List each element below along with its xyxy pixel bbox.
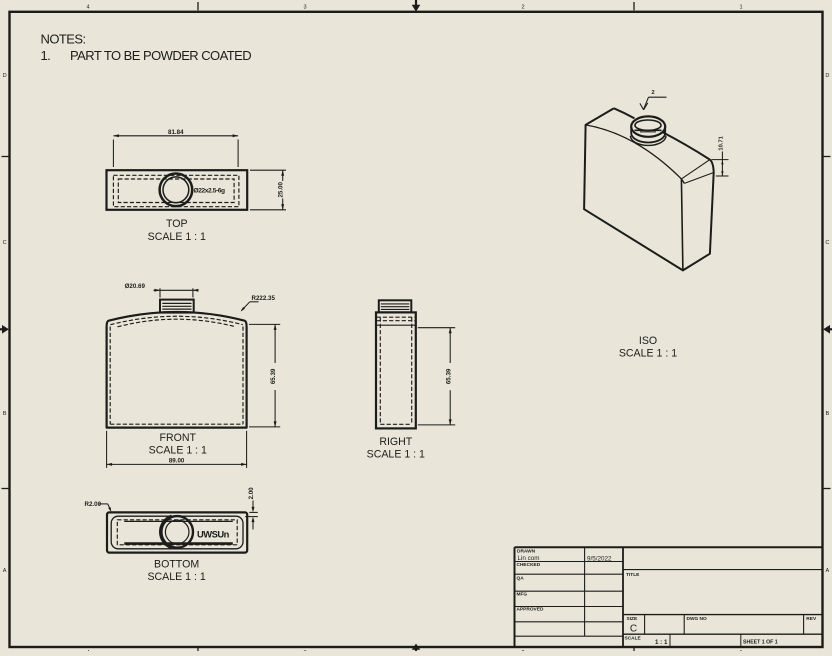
svg-text:MFG: MFG [517,592,528,598]
svg-text:81.84: 81.84 [168,129,184,136]
svg-text:CHECKED: CHECKED [517,562,541,568]
svg-text:SCALE 1 : 1: SCALE 1 : 1 [148,231,206,243]
svg-text:2.00: 2.00 [248,487,255,500]
svg-text:C: C [630,624,637,635]
svg-text:2: 2 [521,4,524,10]
svg-text:Ø20.69: Ø20.69 [125,283,146,290]
svg-text:A: A [3,568,7,574]
svg-text:FRONT: FRONT [160,432,197,444]
svg-text:Lin com: Lin com [518,555,540,562]
svg-text:1.: 1. [41,48,51,63]
svg-text:PART TO BE POWDER COATED: PART TO BE POWDER COATED [70,48,251,63]
svg-text:65.39: 65.39 [270,368,277,384]
svg-text:DRAWN: DRAWN [517,548,536,554]
svg-text:SIZE: SIZE [627,616,638,622]
svg-text:9/5/2022: 9/5/2022 [587,555,612,562]
svg-text:1: 1 [739,4,742,10]
svg-text:QA: QA [517,576,525,582]
svg-text:SHEET 1 OF 1: SHEET 1 OF 1 [743,640,778,646]
svg-text:REV: REV [806,616,817,622]
svg-text:SCALE 1 : 1: SCALE 1 : 1 [147,571,205,583]
svg-text:A: A [826,568,830,574]
svg-text:1 : 1: 1 : 1 [655,639,668,646]
svg-text:10.71: 10.71 [718,135,724,150]
svg-text:RIGHT: RIGHT [379,436,412,448]
svg-text:2: 2 [651,90,654,96]
svg-text:B: B [826,411,830,417]
svg-text:65.39: 65.39 [445,368,452,384]
svg-text:R2.00: R2.00 [85,501,102,508]
svg-text:TOP: TOP [166,218,188,230]
svg-text:SCALE 1 : 1: SCALE 1 : 1 [619,348,677,360]
svg-text:SCALE: SCALE [625,635,642,641]
svg-text:25.00: 25.00 [278,181,285,197]
svg-text:NOTES:: NOTES: [41,31,86,46]
svg-text:D: D [825,73,829,79]
svg-text:D: D [3,73,7,79]
svg-text:C: C [3,240,7,246]
svg-text:SCALE 1 : 1: SCALE 1 : 1 [367,448,425,460]
svg-text:UWSUn: UWSUn [197,528,230,539]
svg-text:SCALE 1 : 1: SCALE 1 : 1 [149,444,207,456]
svg-text:TITLE: TITLE [626,572,640,578]
svg-text:89.00: 89.00 [169,458,185,465]
svg-text:Ø22x2.5-6g: Ø22x2.5-6g [194,187,226,194]
svg-text:C: C [825,240,829,246]
svg-text:BOTTOM: BOTTOM [154,558,199,570]
svg-text:DWG NO: DWG NO [687,616,708,622]
svg-text:3: 3 [303,4,306,10]
svg-text:ISO: ISO [639,335,657,347]
svg-text:R222.35: R222.35 [252,295,276,302]
svg-text:APPROVED: APPROVED [517,607,544,613]
svg-text:B: B [3,411,7,417]
svg-text:4: 4 [86,4,89,10]
